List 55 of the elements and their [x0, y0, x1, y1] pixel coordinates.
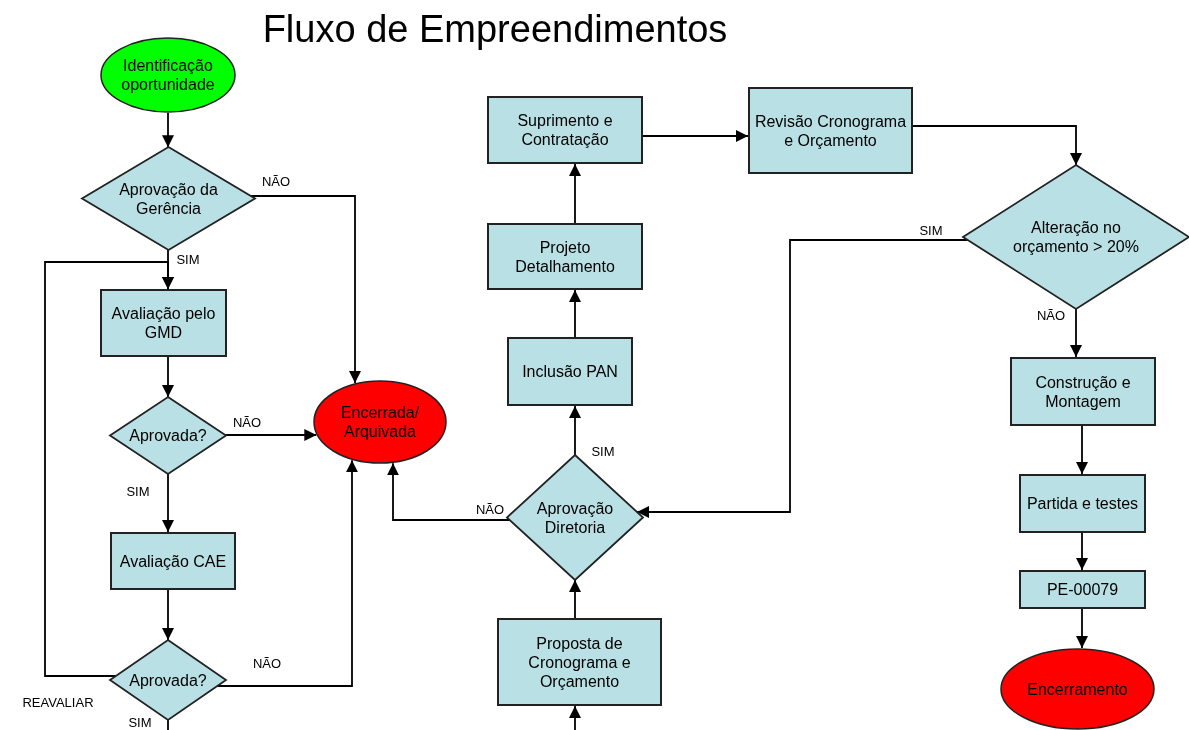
process-box	[487, 223, 643, 290]
arrow	[216, 459, 358, 687]
arrow	[387, 462, 511, 521]
process-box	[110, 532, 236, 590]
node-label: Partida e testes	[1026, 494, 1139, 513]
arrow	[569, 163, 581, 224]
process-box	[748, 87, 913, 174]
edge-label: SIM	[589, 445, 617, 459]
node-label: Aprovada?	[129, 670, 207, 690]
node-label: Proposta de Cronograma e Orçamento	[527, 633, 632, 691]
arrow	[162, 356, 174, 398]
arrow	[1076, 608, 1088, 649]
node-label: Alteração no orçamento > 20%	[1012, 218, 1140, 256]
edge-label: SIM	[917, 224, 945, 238]
node-label: Avaliação CAE	[119, 551, 227, 571]
process-box	[100, 289, 227, 357]
node-label: Identificação oportunidade	[120, 56, 216, 94]
arrow	[569, 579, 581, 619]
edge-label: SIM	[124, 485, 152, 499]
node-label: Aprovada?	[129, 426, 207, 445]
node-label: Revisão Cronograma e Orçamento	[753, 111, 908, 150]
node-label: Aprovação da Gerência	[118, 179, 219, 218]
node-label: Avaliação pelo GMD	[110, 304, 217, 342]
node-label: Construção e Montagem	[1034, 372, 1132, 411]
arrow	[569, 705, 581, 730]
node-label: Encerrada/ Arquivada	[339, 403, 421, 441]
process-box	[487, 96, 643, 164]
arrow	[162, 112, 174, 149]
arrow	[1076, 425, 1088, 475]
arrow	[569, 405, 581, 456]
node-label: Suprimento e Contratação	[516, 111, 614, 149]
process-box	[1010, 357, 1156, 426]
arrow	[162, 589, 174, 641]
arrow	[162, 473, 174, 533]
process-box	[497, 618, 662, 706]
node-label: Encerramento	[1027, 679, 1128, 699]
process-box	[507, 337, 633, 406]
arrow	[912, 125, 1082, 166]
edge-label: SIM	[174, 253, 202, 267]
arrow	[224, 429, 318, 441]
arrow	[569, 289, 581, 338]
process-box	[1019, 570, 1146, 609]
diagram-title: Fluxo de Empreendimentos	[261, 8, 729, 51]
node-label: Projeto Detalhamento	[514, 237, 616, 276]
arrow	[1076, 532, 1088, 571]
arrow	[636, 239, 969, 518]
edge-label: SIM	[126, 716, 154, 730]
node-label: Inclusão PAN	[522, 362, 618, 381]
arrow	[44, 261, 174, 677]
edge-label: REAVALIAR	[20, 696, 96, 710]
node-label: Aprovação Diretoria	[535, 498, 615, 537]
arrow	[642, 130, 749, 142]
arrow	[1070, 308, 1082, 358]
node-label: PE-00079	[1046, 580, 1119, 599]
process-box	[1019, 474, 1146, 533]
